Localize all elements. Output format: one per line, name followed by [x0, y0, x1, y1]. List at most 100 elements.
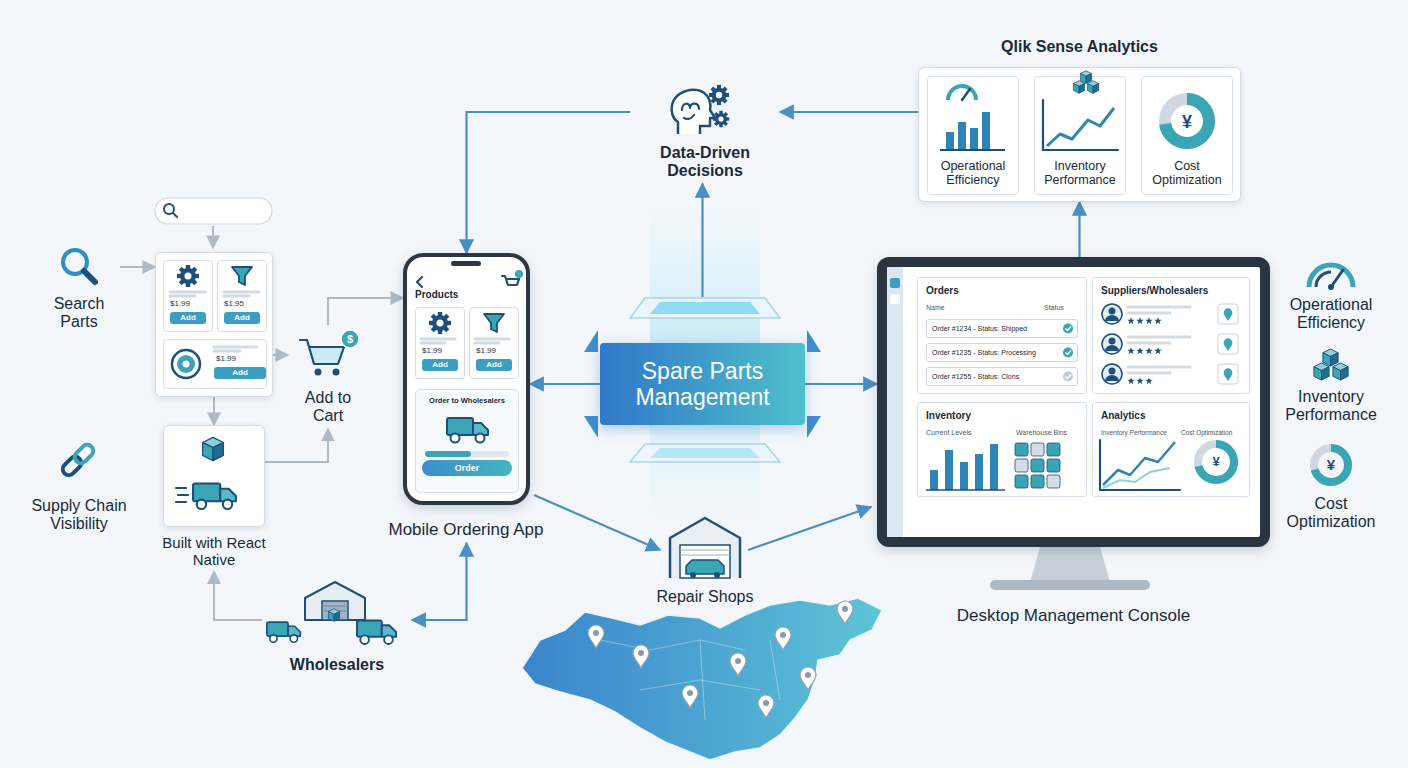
monitor-details	[1047, 443, 1060, 456]
product-icons	[172, 350, 200, 378]
node-text: Products	[415, 289, 458, 300]
product-icons	[170, 295, 195, 298]
brain-gears-icon	[709, 85, 729, 105]
phone-details	[417, 261, 523, 457]
qlik-card-icons	[1087, 81, 1098, 94]
node-text: Cost Optimization	[1181, 427, 1232, 439]
node-text: ¥	[1206, 453, 1226, 471]
monitor-screen: Desktop Management ConsoleOrdersNameStat…	[877, 257, 1270, 547]
tech-card: Built with React Native	[163, 425, 265, 527]
node-text: Wholesalers	[262, 656, 412, 674]
phone-details	[447, 418, 488, 443]
warehouse-icon	[328, 609, 339, 622]
monitor-details	[1136, 317, 1143, 324]
side-metric-icons	[1316, 272, 1331, 287]
qlik-card-icons	[940, 149, 1005, 151]
cart-icon	[300, 340, 344, 364]
brain-gears-icon	[713, 111, 730, 128]
monitor-stand	[1030, 547, 1110, 582]
map-china	[775, 627, 791, 650]
node-text: Add to Cart	[288, 389, 368, 426]
search-bar	[164, 204, 174, 214]
platform-plates	[584, 416, 598, 438]
node-text: $1.99	[474, 346, 514, 356]
node-text: Order #1255 - Status: Clons	[926, 367, 1078, 386]
node-text: Warehouse Bins	[1016, 427, 1067, 439]
icon-label: Search Parts	[38, 245, 120, 332]
node-text: Suppliers/Wholesalers	[1101, 284, 1241, 298]
monitor-details	[1128, 336, 1190, 339]
qlik-card-icons	[1047, 108, 1114, 146]
node-text: Current Levels	[926, 427, 1016, 439]
node-text: Data-Driven Decisions	[630, 144, 780, 181]
node-text: Status	[1044, 302, 1064, 314]
monitor-details	[1145, 377, 1152, 384]
monitor-details	[1128, 372, 1170, 375]
platform-plates	[630, 298, 780, 318]
phone-details	[417, 277, 422, 287]
monitor-details	[1103, 468, 1170, 488]
node-text: Analytics	[1101, 409, 1241, 423]
flow-arrow	[213, 397, 215, 425]
product-card: $1.99Add	[163, 339, 267, 389]
monitor-details	[1047, 475, 1060, 488]
phone-details	[425, 451, 509, 457]
monitor-details	[1218, 364, 1238, 384]
monitor-details	[1063, 372, 1073, 382]
platform-plates	[650, 448, 760, 458]
garage-icon	[680, 545, 730, 578]
analytics-panel: AnalyticsInventory PerformanceCost Optim…	[1092, 402, 1250, 497]
analytics-panel: Qlik Sense AnalyticsOperational Efficien…	[918, 67, 1241, 202]
monitor-details	[1127, 347, 1134, 354]
node-text: $1.99	[214, 354, 260, 364]
brain-gears-icon	[672, 90, 715, 134]
flow-arrow	[780, 111, 918, 113]
monitor-details	[945, 450, 953, 490]
monitor-details	[1109, 308, 1116, 315]
magnifier-icon	[84, 271, 95, 282]
platform-plates	[650, 302, 760, 314]
metric-card: Inventory Performance	[1034, 76, 1126, 195]
monitor-details	[1031, 475, 1044, 488]
garage-icon	[670, 518, 740, 578]
cart-icon	[300, 330, 359, 376]
monitor-details	[1224, 308, 1233, 381]
monitor-details	[1154, 347, 1161, 354]
monitor-details	[1128, 366, 1190, 369]
qlik-card-icons	[946, 132, 954, 150]
free-label: $	[342, 331, 358, 347]
qlik-card-icons	[962, 89, 970, 100]
monitor-details	[1015, 475, 1028, 488]
node-text: Add	[476, 359, 512, 371]
metric-card: ¥Cost Optimization	[1141, 76, 1233, 195]
map-china	[522, 598, 882, 760]
monitor-details	[1102, 364, 1122, 384]
icon-label: Repair Shops	[640, 510, 770, 606]
qlik-card-icons	[1043, 100, 1118, 150]
monitor-details	[1128, 342, 1170, 345]
warehouse-icon	[322, 601, 348, 620]
monitor-details	[1109, 368, 1116, 375]
flow-arrow	[530, 383, 600, 385]
side-metric-icons	[1314, 363, 1329, 380]
product-icons	[214, 346, 257, 349]
flow-arrow	[214, 572, 262, 621]
phone-details	[502, 276, 519, 285]
warehouse-icon	[357, 621, 396, 644]
qlik-card-icons	[1165, 99, 1209, 143]
monitor-details	[1015, 459, 1028, 472]
qlik-card-icons	[940, 71, 1209, 150]
node-text: Name	[926, 302, 1044, 314]
monitor-details	[1063, 324, 1073, 334]
monitor-details	[1218, 334, 1238, 354]
map-china	[837, 601, 853, 624]
free-label: Operational Efficiency	[1272, 296, 1390, 333]
monitor-details	[1031, 443, 1044, 456]
warehouse-icon	[267, 582, 396, 644]
platform-plates	[584, 298, 821, 462]
react-native-card-icons	[193, 483, 236, 509]
node-text: Add	[170, 312, 206, 324]
cart-icon	[310, 347, 344, 364]
product-card: $1.95Add	[217, 260, 267, 332]
